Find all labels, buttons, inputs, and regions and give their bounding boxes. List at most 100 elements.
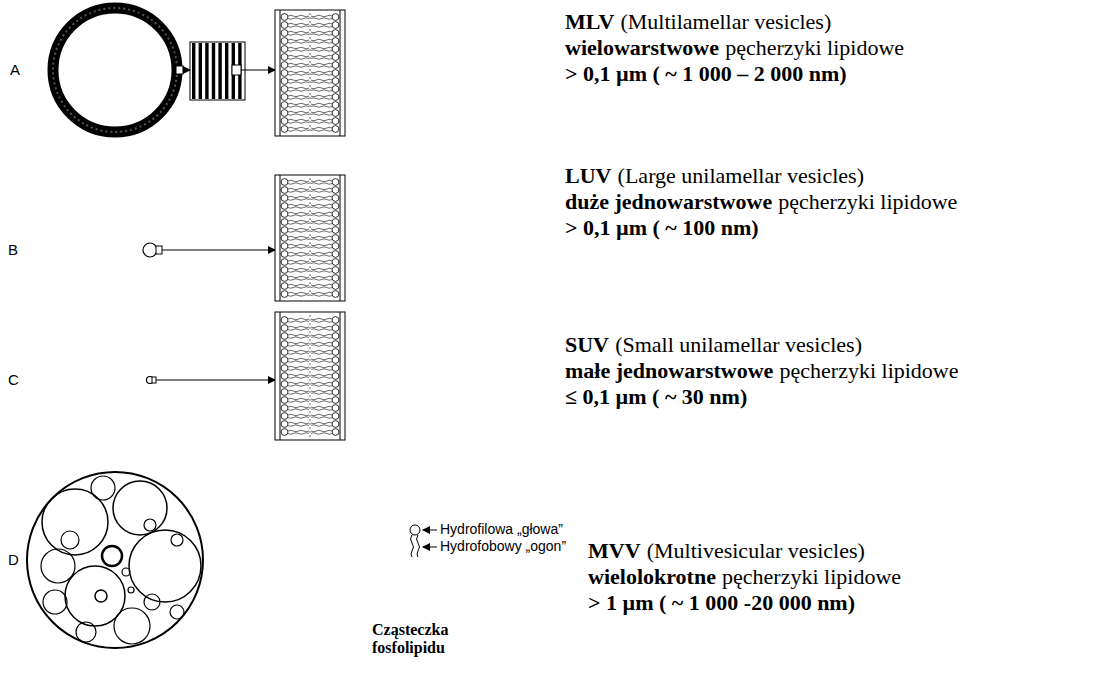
lipid-head [281,389,288,396]
lipid-tail [311,417,332,419]
bilayer-midline [310,13,311,133]
caption-label: Cząsteczka fosfolipidu [372,621,472,657]
lipid-tail [311,63,332,65]
lipid-tail [288,180,309,182]
lipid-tail [311,122,332,124]
lipid-tail [311,50,332,52]
label-text: pęcherzyki lipidowe [778,189,957,215]
lipid-tail [311,329,332,331]
lipid-tail [311,183,332,185]
bilayer-frame [275,312,345,440]
lipid-tail [288,204,309,206]
lipid-tail [311,239,332,241]
lipid-tail [311,401,332,403]
lipid-tail [288,66,309,68]
lipid-tail [288,385,309,387]
lipid-tail [288,111,309,113]
lipid-tail [311,318,332,320]
lipid-head [281,227,288,234]
lipid-tail [288,276,309,278]
lipid-head [332,22,339,29]
lipid-tail [311,433,332,435]
lipid-head [281,421,288,428]
lipid-head [281,126,288,133]
lipid-head [332,267,339,274]
lipid-tail [288,26,309,28]
lipid-tail [311,377,332,379]
lipid-head [281,275,288,282]
lipid-tail [311,34,332,36]
lipid-tail [311,398,332,400]
lipid-tail [288,183,309,185]
lipid-tail [311,353,332,355]
lipid-tail [311,292,332,294]
lipid-tail [288,263,309,265]
lipid-head [332,38,339,45]
lipid-tail [288,95,309,97]
zoom-arrow [162,250,275,251]
lipid-tail [288,350,309,352]
inner-vesicle [91,476,115,500]
lipid-tail [288,63,309,65]
lipid-tail [311,23,332,25]
lamella [212,43,215,99]
lipid-tail [288,207,309,209]
lipid-head [332,86,339,93]
lipid-head [332,317,339,324]
lipid-head [332,30,339,37]
lipid-head [281,62,288,69]
lipid-head [332,219,339,226]
lipid-tail [311,106,332,108]
luv-vesicle [143,243,157,257]
lipid-head [332,94,339,101]
lipid-tail [311,66,332,68]
lipid-head [281,118,288,125]
lipid-head [281,30,288,37]
lipid-tail [288,425,309,427]
row-letter: D [8,551,19,569]
lipid-head [281,333,288,340]
lipid-tail [288,220,309,222]
lipid-tail [311,223,332,225]
text-line: LUV(Large unilamellar vesicles) [565,163,864,189]
lipid-tail [288,393,309,395]
lipid-tail [288,71,309,73]
lipid-tail [311,374,332,376]
lamellae-frame [190,42,245,100]
label-text: pęcherzyki lipidowe [722,564,901,590]
lipid-tail [288,74,309,76]
lipid-tail [311,47,332,49]
text-line: duże jednowarstwowepęcherzyki lipidowe [565,189,957,215]
lipid-tail [311,79,332,81]
bilayer-edge [340,312,341,440]
lipid-head [281,259,288,266]
text-line: ≤ 0,1 µm ( ~ 30 nm) [565,384,747,410]
lipid-tail [311,414,332,416]
lipid-tail [288,34,309,36]
text-line: małe jednowarstwowepęcherzyki lipidowe [565,358,959,384]
lipid-head [332,70,339,77]
lipid-tail [288,406,309,408]
lipid-tail [311,393,332,395]
text-line: > 0,1 µm ( ~ 1 000 – 2 000 nm) [565,61,847,87]
lipid-tail [311,196,332,198]
label-text: duże jednowarstwowe [565,189,772,215]
lipid-head [332,421,339,428]
lipid-head [281,94,288,101]
zoom-arrow [156,380,275,381]
lipid-tail [311,337,332,339]
lipid-tail [311,15,332,17]
lipid-tail [288,433,309,435]
lipid-head [281,283,288,290]
lipid-tail [311,366,332,368]
lipid-head [281,373,288,380]
lipid-tail [311,236,332,238]
lamella [192,43,195,99]
zoom-arrow [183,70,190,71]
lipid-tail [288,292,309,294]
mvv-vesicle [27,472,203,648]
lipid-tail [288,114,309,116]
lipid-head [332,373,339,380]
lipid-tail [311,231,332,233]
lipid-head [281,413,288,420]
